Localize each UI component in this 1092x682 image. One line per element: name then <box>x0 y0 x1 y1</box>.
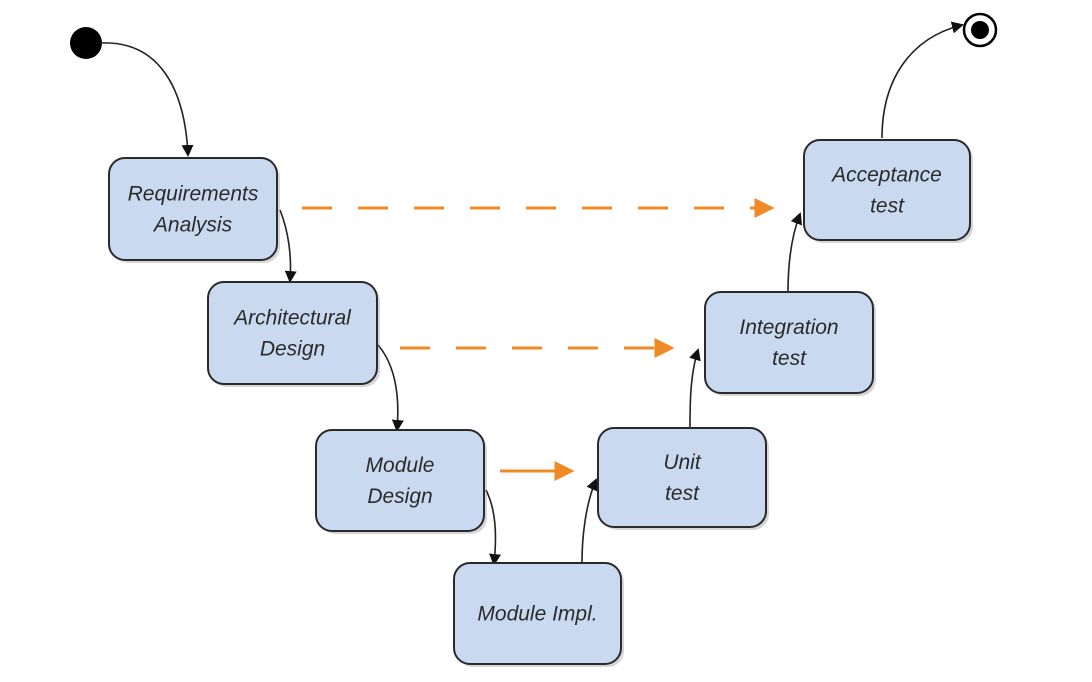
node-label-line: test <box>870 195 905 218</box>
node-label-line: Design <box>260 338 325 361</box>
node-label-line: Architectural <box>232 307 352 330</box>
node-box <box>597 427 767 528</box>
flow-arrow-unittest-integration <box>689 348 701 429</box>
node-label-line: Requirements <box>128 183 259 206</box>
initial-state-icon <box>70 27 102 59</box>
flow-arrow-acceptance-end <box>881 21 964 139</box>
node-label-line: Design <box>367 485 432 508</box>
node-acceptance-test: Acceptance test <box>803 139 973 243</box>
flow-arrow-architectural-moduledesign <box>377 344 404 432</box>
node-box <box>315 429 485 532</box>
node-module-impl: Module Impl. <box>453 562 624 667</box>
flow-arrow-integration-acceptance <box>787 212 803 293</box>
final-state-icon <box>962 12 998 48</box>
node-label-line: Integration <box>739 316 838 339</box>
node-label-line: Module Impl. <box>477 603 597 626</box>
node-label-line: test <box>772 347 807 370</box>
node-integration-test: Integration test <box>704 291 876 396</box>
node-label-line: Acceptance <box>830 164 942 187</box>
flow-arrow-start-requirements <box>99 42 194 157</box>
node-label-line: Analysis <box>152 214 233 237</box>
node-label-line: Unit <box>663 451 702 474</box>
node-box <box>803 139 971 241</box>
flow-arrow-requirements-architectural <box>279 209 297 283</box>
flow-arrow-moduleimpl-unittest <box>581 478 598 563</box>
flow-arrow-moduledesign-moduleimpl <box>485 489 501 566</box>
node-box <box>453 562 622 665</box>
node-label-line: Module <box>366 454 435 477</box>
node-unit-test: Unit test <box>597 427 769 530</box>
node-label-line: test <box>665 482 700 505</box>
node-box <box>207 281 378 385</box>
node-box <box>108 157 278 261</box>
node-box <box>704 291 874 394</box>
